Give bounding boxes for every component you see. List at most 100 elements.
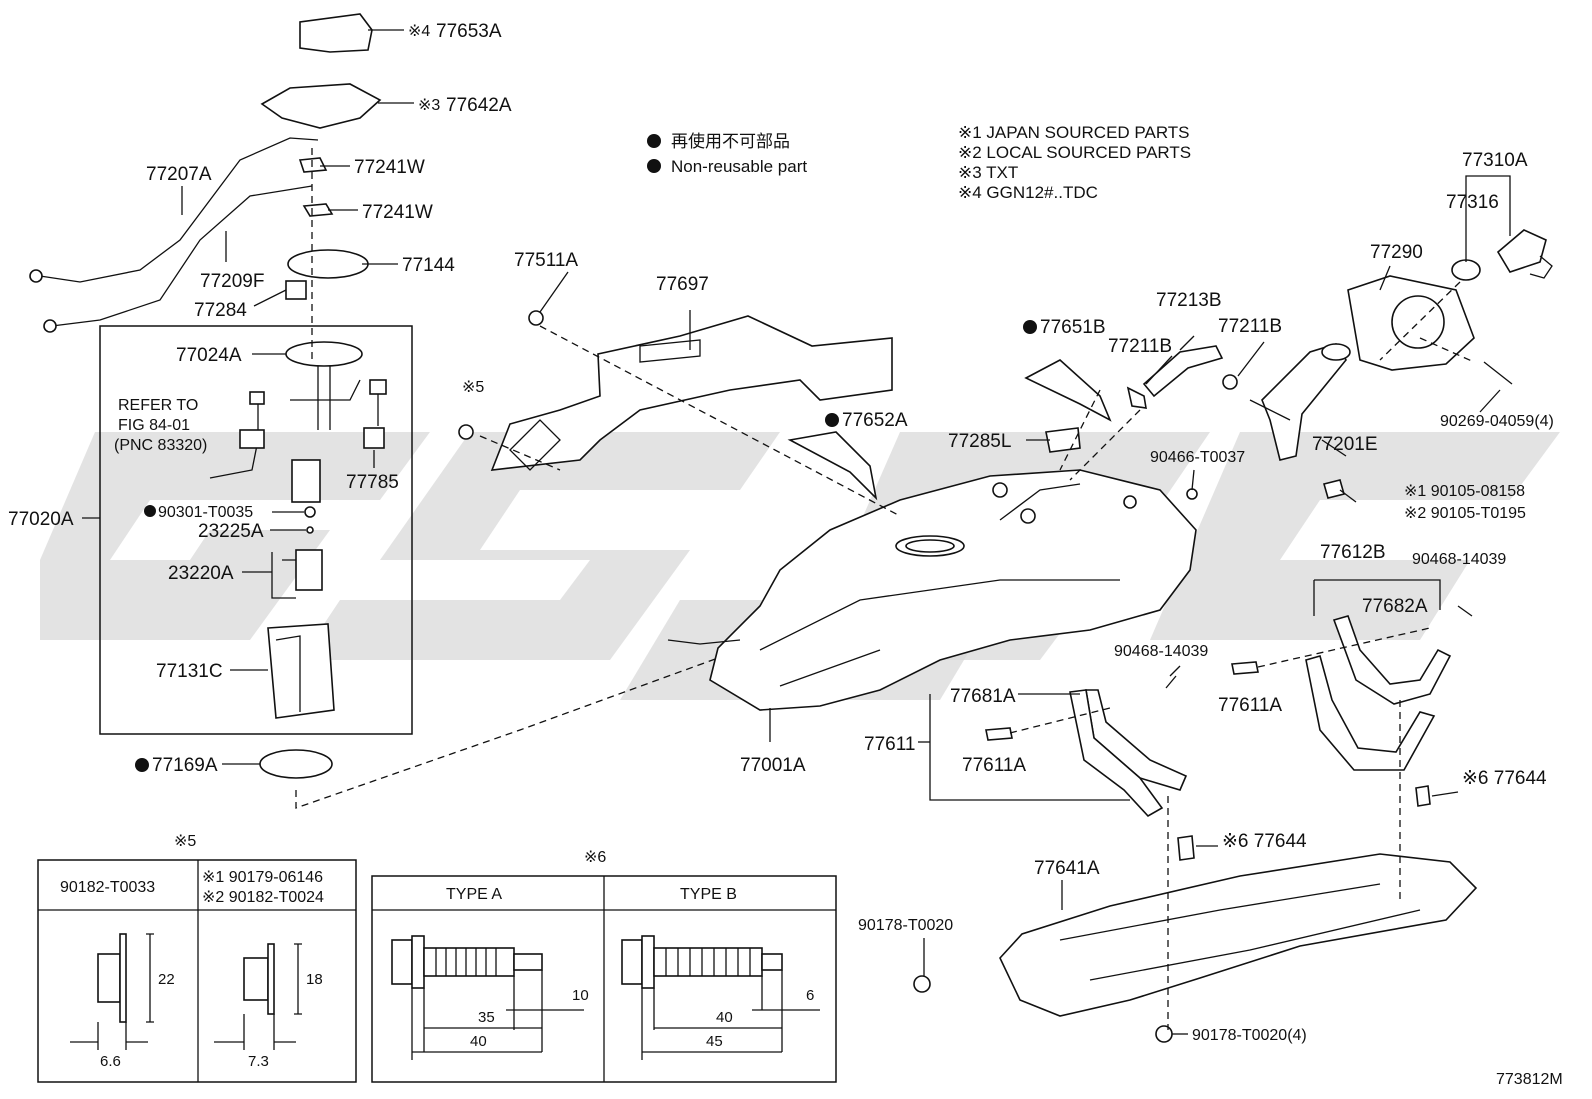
nut-90178-T0020 bbox=[913, 975, 931, 993]
gasket-77169A bbox=[259, 749, 333, 779]
nut-note5 bbox=[458, 424, 474, 440]
table5-dim-w2: 7.3 bbox=[248, 1053, 269, 1070]
pump-flange-77024A bbox=[285, 341, 363, 367]
filler-pipe-77201E bbox=[1261, 343, 1347, 461]
legend-note-1: ※1 JAPAN SOURCED PARTS bbox=[958, 123, 1190, 142]
label-77612B: 77612B bbox=[1320, 542, 1386, 563]
heat-protector-77697 bbox=[490, 315, 893, 471]
label-77310A: 77310A bbox=[1462, 150, 1528, 171]
detail-table-note5: ※5 90182-T0033 ※1 90179-06146 ※2 90182-T… bbox=[37, 833, 357, 1083]
cover-77642A bbox=[260, 83, 382, 129]
connector-77284 bbox=[285, 280, 307, 300]
label-77241W: 77241W bbox=[362, 202, 433, 223]
table6-type-b: TYPE B bbox=[680, 886, 737, 903]
label-90269-04059: 90269-04059(4) bbox=[1440, 413, 1554, 430]
label-77316: 77316 bbox=[1446, 192, 1499, 213]
o-ring-90301-T0035 bbox=[304, 506, 316, 518]
label-77641A: 77641A bbox=[1034, 858, 1100, 879]
label-90466-T0037: 90466-T0037 bbox=[1150, 449, 1245, 466]
detail-table-note6: ※6 TYPE A TYPE B 10 35 40 6 40 45 bbox=[371, 849, 837, 1083]
hose-77213B bbox=[1142, 345, 1224, 398]
table5-col2-line1: ※1 90179-06146 bbox=[202, 869, 323, 886]
strap-77612B bbox=[1305, 655, 1436, 771]
table6-b-thread: 40 bbox=[716, 1009, 733, 1026]
clip-90466-T0037 bbox=[1186, 488, 1198, 500]
sender-77785 bbox=[363, 427, 385, 449]
label-77644: ※6 77644 bbox=[1222, 831, 1307, 852]
label-77131C: 77131C bbox=[156, 661, 223, 682]
leader-lines-left bbox=[82, 29, 414, 765]
label-refer-3: (PNC 83320) bbox=[114, 437, 207, 454]
bolt-77611A bbox=[1231, 661, 1259, 675]
label-77144: 77144 bbox=[402, 255, 455, 276]
nut-90178-T0020 bbox=[1155, 1025, 1173, 1043]
non-reusable-bullet-icon bbox=[144, 505, 156, 517]
table5-dim-w1: 6.6 bbox=[100, 1053, 121, 1070]
screw-90269 bbox=[1483, 361, 1513, 385]
label-77611A: 77611A bbox=[1218, 695, 1282, 716]
label-77241W: 77241W bbox=[354, 157, 425, 178]
bolt-77611A bbox=[985, 727, 1013, 741]
protector-77651B bbox=[1024, 359, 1112, 422]
fuel-pump-23220A bbox=[295, 549, 323, 591]
legend-non-reusable-jp: 再使用不可部品 bbox=[671, 131, 790, 151]
label-77290: 77290 bbox=[1370, 242, 1423, 263]
pump-module-box bbox=[99, 325, 413, 735]
legend-note-3: ※3 TXT bbox=[958, 163, 1018, 182]
label-77653A-note: ※4 bbox=[408, 23, 430, 40]
label-77211B: 77211B bbox=[1108, 336, 1172, 357]
label-77611A: 77611A bbox=[962, 755, 1026, 776]
bolt-77644 bbox=[1177, 835, 1195, 861]
label-77642A-note: ※3 bbox=[418, 97, 440, 114]
legend: 再使用不可部品 Non-reusable part ※1 JAPAN SOURC… bbox=[647, 123, 1191, 202]
table6-a-tip: 10 bbox=[572, 987, 589, 1004]
legend-non-reusable-en: Non-reusable part bbox=[671, 157, 807, 176]
table6-note: ※6 bbox=[584, 849, 606, 866]
bolt-90105 bbox=[1323, 479, 1345, 499]
table6-b-total: 45 bbox=[706, 1033, 723, 1050]
label-note5: ※5 bbox=[462, 379, 484, 396]
clamp-77211B bbox=[1222, 374, 1238, 390]
label-77207A: 77207A bbox=[146, 164, 212, 185]
label-77642A: 77642A bbox=[446, 95, 512, 116]
label-77211B: 77211B bbox=[1218, 316, 1282, 337]
label-77284: 77284 bbox=[194, 300, 247, 321]
label-23225A: 23225A bbox=[198, 521, 264, 542]
label-90105-08158: ※1 90105-08158 bbox=[1404, 483, 1525, 500]
table5-dim-h1: 22 bbox=[158, 971, 175, 988]
label-77024A: 77024A bbox=[176, 345, 242, 366]
label-90468-14039: 90468-14039 bbox=[1114, 643, 1208, 660]
strap-77682A bbox=[1332, 615, 1452, 705]
skid-plate-77641A bbox=[999, 853, 1478, 1017]
label-77644: ※6 77644 bbox=[1462, 768, 1547, 789]
table6-b-tip: 6 bbox=[806, 987, 814, 1004]
o-ring-23225A bbox=[306, 526, 314, 534]
label-90468-14039: 90468-14039 bbox=[1412, 551, 1506, 568]
retainer-ring-77144 bbox=[287, 249, 369, 279]
table6-type-a: TYPE A bbox=[446, 886, 502, 903]
label-77653A: 77653A bbox=[436, 21, 502, 42]
clip-77241W bbox=[302, 203, 334, 217]
label-77020A: 77020A bbox=[8, 509, 74, 530]
label-77285L: 77285L bbox=[948, 431, 1011, 452]
label-90105-T0195: ※2 90105-T0195 bbox=[1404, 505, 1526, 522]
label-77511A: 77511A bbox=[514, 250, 578, 271]
table5-col2-line2: ※2 90182-T0024 bbox=[202, 889, 324, 906]
non-reusable-bullet-icon bbox=[135, 758, 149, 772]
label-77213B: 77213B bbox=[1156, 290, 1222, 311]
label-refer-2: FIG 84-01 bbox=[118, 417, 190, 434]
legend-note-2: ※2 LOCAL SOURCED PARTS bbox=[958, 143, 1191, 162]
hose-77209F bbox=[51, 185, 313, 327]
table6-a-total: 40 bbox=[470, 1033, 487, 1050]
clip-77511A bbox=[528, 310, 544, 326]
label-77651B: 77651B bbox=[1040, 317, 1106, 338]
part-labels: ※4 77653A ※3 77642A 77207A 77241W 77241W… bbox=[8, 21, 1554, 1044]
table5-note: ※5 bbox=[174, 833, 196, 850]
label-23220A: 23220A bbox=[168, 563, 234, 584]
label-90301-T0035: 90301-T0035 bbox=[158, 504, 253, 521]
fuel-cap-77310A bbox=[1496, 229, 1547, 273]
non-reusable-bullet-icon bbox=[647, 134, 661, 148]
label-refer-1: REFER TO bbox=[118, 397, 198, 414]
label-77001A: 77001A bbox=[740, 755, 806, 776]
